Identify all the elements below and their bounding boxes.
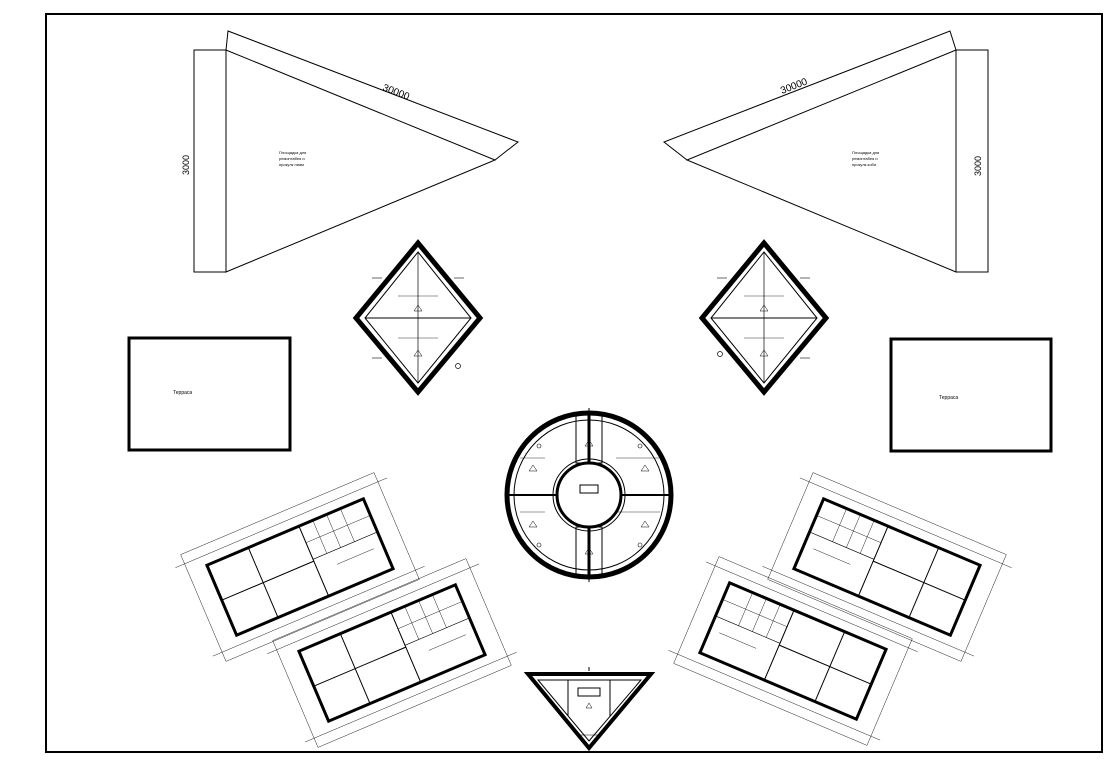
floor-plan-right-lower	[668, 556, 918, 746]
central-round-building	[504, 408, 674, 582]
bottom-triangle-building	[523, 667, 656, 752]
floor-plan-left-upper	[175, 472, 425, 662]
right-triangle-platform	[662, 30, 989, 273]
right-dimension-long: 30000	[779, 76, 809, 96]
left-platform-label-1: Площадка для	[279, 150, 306, 155]
right-terrace-label: Терраса	[939, 395, 958, 401]
right-platform-label-1: Площадка для	[852, 150, 879, 155]
left-diamond-building	[352, 239, 484, 396]
left-square-terrace	[127, 336, 292, 452]
left-dimension-short: 3000	[181, 155, 191, 175]
right-diamond-building	[698, 239, 830, 396]
left-dimension-long: 30000	[381, 83, 411, 103]
right-square-terrace	[889, 337, 1053, 453]
left-triangle-platform	[193, 30, 520, 273]
right-platform-label-3: прокулк коби	[852, 162, 876, 167]
floor-plan-right-upper	[762, 472, 1012, 662]
left-platform-label-2: ремонтабея и	[279, 156, 305, 161]
left-platform-label-3: прокулк ниам	[279, 162, 304, 167]
left-terrace-label: Терраса	[173, 390, 192, 396]
floor-plan-left-lower	[267, 558, 517, 748]
right-dimension-short: 3000	[973, 156, 983, 176]
sheet-border	[45, 13, 1103, 753]
right-platform-label-2: ремонтабея и	[852, 156, 878, 161]
